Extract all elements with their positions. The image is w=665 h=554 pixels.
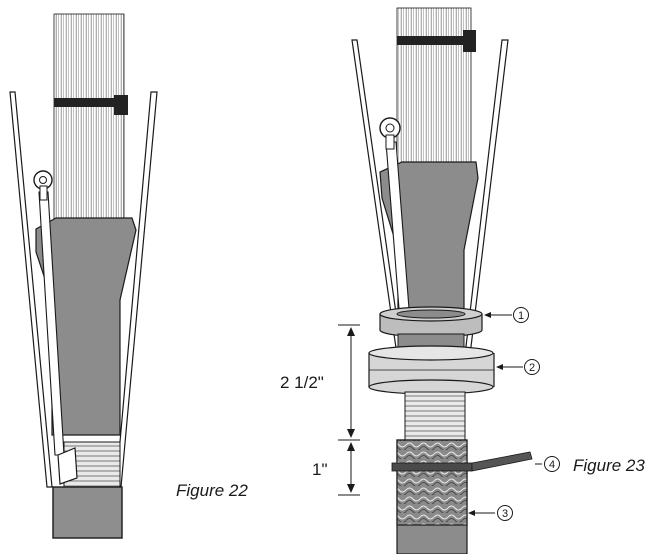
seal-ring-1 (379, 306, 483, 338)
figure-23-caption: Figure 23 (573, 456, 645, 475)
cable-tie-23 (397, 30, 476, 52)
callout-4-number: 4 (549, 459, 555, 471)
dimension-1-inch: 1" (312, 442, 360, 496)
callout-3: 3 (468, 505, 513, 521)
dimension-2-5-inch: 2 1/2" (280, 324, 360, 441)
callout-4: 4 (535, 456, 560, 472)
collar-2 (368, 345, 495, 395)
figure-22-caption: Figure 22 (176, 481, 248, 500)
figure-23: 2 1/2" 1" 1 2 3 (280, 7, 645, 554)
tie-strap-4 (391, 451, 533, 472)
ring-lug (33, 170, 53, 201)
left-strip (9, 91, 53, 488)
cable-jacket (52, 486, 123, 539)
conductor-bundle-23 (396, 7, 472, 174)
dimension-label-lower: 1" (312, 460, 328, 479)
ring-lug-23 (379, 117, 401, 150)
callout-3-number: 3 (502, 508, 508, 520)
lug-tab (57, 447, 78, 485)
callout-1: 1 (484, 307, 529, 323)
dimension-label-upper: 2 1/2" (280, 373, 324, 392)
callout-2-number: 2 (529, 362, 535, 374)
cable-tie (54, 95, 128, 115)
conductor-bundle (53, 13, 125, 230)
braid-wrap (396, 439, 468, 526)
callout-1-number: 1 (518, 310, 524, 322)
figure-22: Figure 22 (9, 13, 248, 539)
callout-2: 2 (496, 359, 540, 375)
pleated-jacket-23 (404, 391, 466, 441)
